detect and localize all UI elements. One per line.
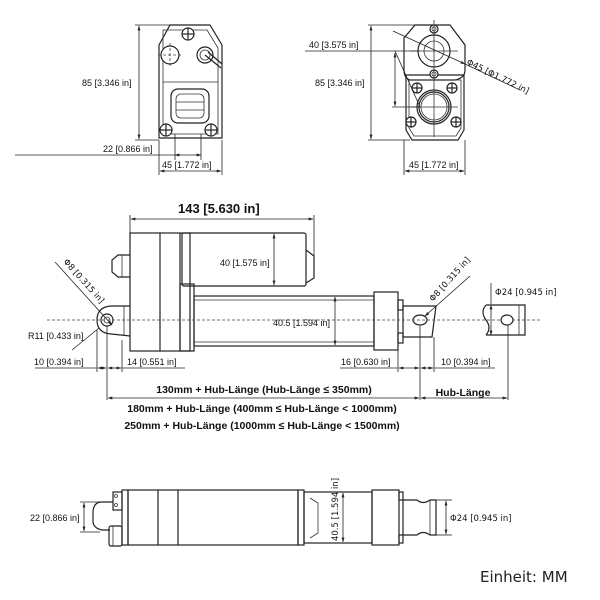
dim-front-rod-label: 16 [0.630 in] [341,357,391,367]
side-view: Φ24 [0.945 in] 143 [5.630 in] 40 [1.575 … [28,201,557,432]
rod-bore-icon [410,20,458,137]
screw-icon [159,123,173,137]
cable-gland-icon [158,43,182,67]
screw-icon [450,116,462,128]
dim-rear-radius-label: R11 [0.433 in] [28,331,83,341]
end-view-right-housing [405,74,465,141]
rod-end-dia-label: Φ24 [0.945 in] [495,288,557,298]
port-window-icon [170,88,210,124]
dim-rear-hole-label: Φ8 [0.315 in] [61,257,106,305]
end-view-left-inner-outline [162,29,219,135]
stroke-length-label: Hub-Länge [436,387,491,399]
rod-end-detail [486,304,526,336]
bracket-tab [112,491,123,511]
dim-height-label: 85 [3.346 in] [82,78,132,88]
end-view-left: 85 [3.346 in] 22 [0.866 in] 45 [1.772 in… [15,24,223,175]
screw-icon [411,82,423,94]
connector-icon [196,46,223,69]
rod-end-pin-hole-icon [500,314,514,326]
motor-housing [181,232,307,287]
tube-collar [179,283,195,352]
dim-offset-label: 40 [3.575 in] [309,40,359,50]
dim-tube-dia-label: 40.5 [1.594 in] [273,318,330,328]
unit-label: Einheit: MM [480,568,568,586]
dim-tube-dia-label: 40.5 [1.594 in] [331,478,341,541]
screw-icon [204,123,218,137]
motor-end-cap [305,249,315,284]
dim-width-label: 45 [1.772 in] [409,160,459,170]
end-view-left-housing [158,24,223,139]
dim-overall-length-label: 143 [5.630 in] [178,201,260,216]
rod-end-clevis [402,305,437,338]
dim-hole-spacing-label: 22 [0.866 in] [103,144,153,154]
rod-end-top [402,499,437,536]
front-collar [373,291,399,351]
rear-clevis-top [92,501,113,531]
top-view: 22 [0.866 in] 40.5 [1.594 in] Φ24 [0.945… [30,478,512,547]
screw-icon [405,116,417,128]
dim-rod-end-dia-label: Φ24 [0.945 in] [450,514,512,524]
formula-line-1: 130mm + Hub-Länge (Hub-Länge ≤ 350mm) [156,384,372,396]
dim-width-label: 45 [1.772 in] [162,160,212,170]
dim-motor-dia-label: 40 [1.575 in] [220,258,270,268]
formula-line-2: 180mm + Hub-Länge (400mm ≤ Hub-Länge < 1… [127,403,397,415]
end-view-right: 85 [3.346 in] 40 [3.575 in] Φ45 [Φ1.772 … [305,20,530,175]
dim-bracket-label: 22 [0.866 in] [30,513,80,523]
dim-rear-bracket-label: 14 [0.551 in] [127,357,177,367]
dim-front-offset-label: 10 [0.394 in] [441,357,491,367]
screw-icon [446,82,458,94]
dim-height-label: 85 [3.346 in] [315,78,365,88]
actuator-body-top [127,489,299,546]
front-collar-top [371,489,400,546]
formula-line-3: 250mm + Hub-Länge (1000mm ≤ Hub-Länge < … [124,420,399,432]
dim-diameter-label: Φ45 [Φ1.772 in] [465,58,531,97]
screw-icon [181,27,195,41]
cable-gland-icon [111,254,130,278]
dim-rear-offset-label: 10 [0.394 in] [34,357,84,367]
